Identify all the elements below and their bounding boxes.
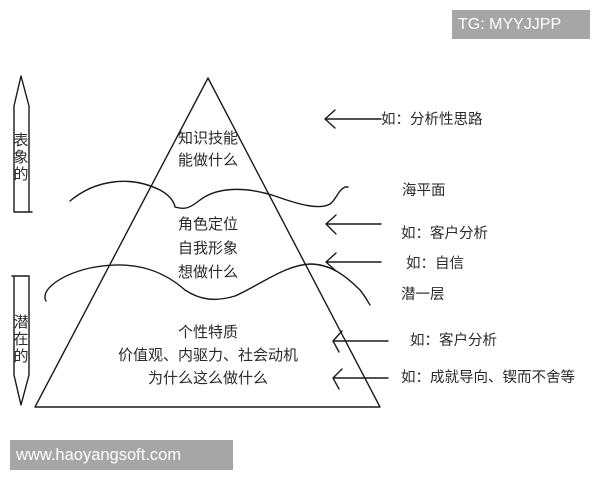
layer-text: 能做什么 [177, 151, 238, 169]
layer-text: 知识技能 [177, 129, 238, 147]
watermark-top: TG: MYYJJPP [452, 10, 590, 39]
layer-text: 想做什么 [177, 263, 238, 281]
watermark-bottom: www.haoyangsoft.com [10, 440, 233, 470]
lower-side-char: 的 [13, 347, 29, 365]
annotation-self-confidence: 如：自信 [406, 256, 464, 272]
lower-side-char: 潜 [13, 313, 29, 331]
lower-side-char: 在 [13, 330, 29, 348]
lower-side-label: 潜 在 的 [13, 314, 29, 365]
arrow-customer-analysis-1 [325, 214, 382, 235]
sea-level-label: 海平面 [402, 183, 446, 199]
annotation-customer-analysis-1: 如：客户分析 [401, 226, 488, 242]
upper-side-char: 的 [13, 165, 29, 183]
annotation-achievement: 如：成就导向、锲而不舍等 [401, 370, 575, 386]
annotation-customer-analysis-2: 如：客户分析 [410, 333, 497, 349]
upper-side-char: 表 [13, 131, 29, 149]
upper-side-arrow [13, 75, 33, 213]
pyramid-layer-bottom: 个性特质 价值观、内驱力、社会动机 为什么这么做什么 [108, 321, 308, 390]
lower-side-arrow [11, 275, 30, 406]
layer-text: 价值观、内驱力、社会动机 [117, 346, 298, 364]
arrow-achievement [332, 368, 389, 390]
sea-level-wave [69, 180, 349, 209]
annotation-analytical-thinking: 如：分析性思路 [381, 112, 483, 128]
arrow-analytical-thinking [324, 109, 382, 129]
upper-side-char: 象 [13, 148, 29, 166]
arrow-customer-analysis-2 [332, 330, 389, 353]
pyramid-triangle [34, 77, 381, 408]
sub-layer-label: 潜一层 [401, 287, 445, 303]
layer-text: 自我形象 [177, 239, 238, 257]
arrow-self-confidence [325, 252, 382, 272]
sub-layer-wave [44, 263, 371, 306]
layer-text: 角色定位 [177, 215, 238, 233]
layer-text: 为什么这么做什么 [147, 369, 268, 387]
layer-text: 个性特质 [177, 323, 238, 341]
upper-side-label: 表 象 的 [13, 132, 29, 183]
pyramid-layer-middle: 角色定位 自我形象 想做什么 [138, 212, 278, 284]
pyramid-layer-top: 知识技能 能做什么 [138, 127, 278, 171]
